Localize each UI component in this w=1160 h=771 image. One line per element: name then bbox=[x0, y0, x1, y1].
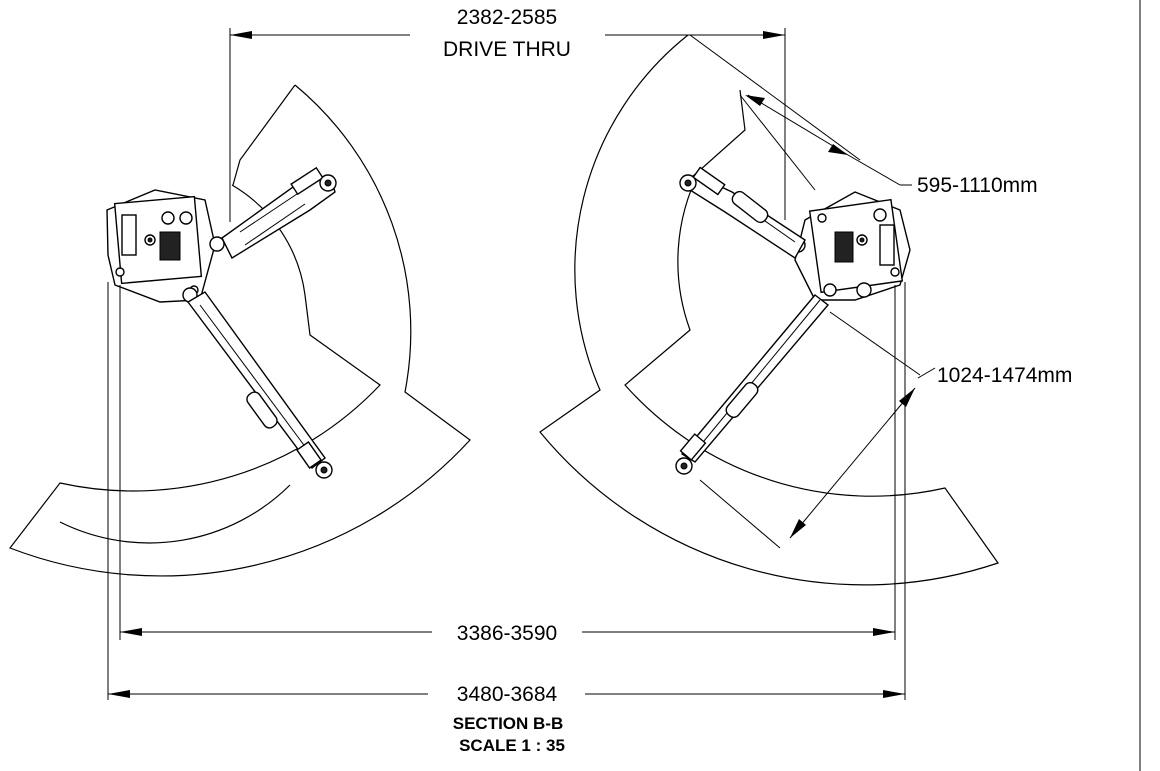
dim-arm-short-value: 595-1110mm bbox=[917, 174, 1038, 197]
left-lower-arm bbox=[186, 291, 326, 469]
dim-arm-short: 595-1110mm bbox=[689, 34, 1038, 197]
dim-drive-thru-label: DRIVE THRU bbox=[443, 38, 571, 61]
left-upper-arm bbox=[221, 175, 336, 259]
left-post bbox=[9, 84, 471, 577]
left-inner-arc-2 bbox=[59, 484, 291, 544]
dim-outer-width: 3480-3684 bbox=[107, 282, 906, 706]
scale-caption: SCALE 1 : 35 bbox=[459, 736, 565, 755]
left-swing-envelope bbox=[9, 84, 471, 577]
dim-drive-thru-value: 2382-2585 bbox=[457, 6, 557, 29]
dim-outer-width-value: 3480-3684 bbox=[457, 683, 558, 706]
dim-arm-long: 1024-1474mm bbox=[699, 311, 1072, 549]
section-caption: SECTION B-B bbox=[453, 714, 564, 733]
dim-arm-long-value: 1024-1474mm bbox=[937, 364, 1072, 387]
dim-inner-width-value: 3386-3590 bbox=[457, 622, 557, 645]
right-swing-envelope bbox=[539, 34, 999, 586]
left-inner-arc bbox=[231, 184, 306, 296]
right-post bbox=[539, 34, 999, 586]
dim-inner-width: 3386-3590 bbox=[119, 285, 896, 645]
dim-drive-thru: 2382-2585 DRIVE THRU bbox=[229, 6, 786, 222]
